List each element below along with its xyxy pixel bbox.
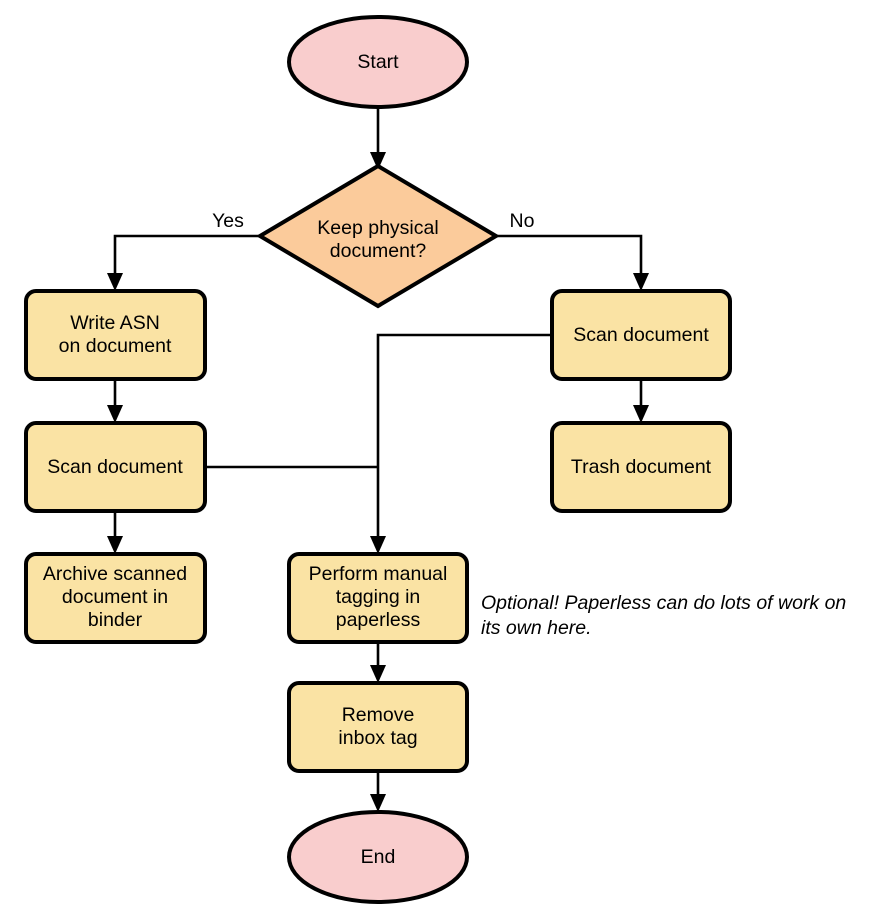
node-start[interactable]: Start <box>287 15 469 109</box>
edge-manual-tagging-to-remove-inbox <box>370 642 386 683</box>
decision-label-line-2: document? <box>330 240 427 262</box>
edge-label-yes: Yes <box>212 210 244 232</box>
node-manual-tagging[interactable]: Perform manual tagging in paperless <box>287 552 469 644</box>
end-label: End <box>361 846 396 868</box>
node-end[interactable]: End <box>287 810 469 904</box>
write-asn-label-line-1: Write ASN <box>70 312 160 334</box>
node-archive-binder[interactable]: Archive scanned document in binder <box>24 552 207 644</box>
node-keep-physical-document[interactable]: Keep physical document? <box>256 163 500 309</box>
manual-tagging-label-line-1: Perform manual <box>309 563 448 585</box>
trash-document-label: Trash document <box>571 456 712 478</box>
write-asn-label-line-2: on document <box>59 335 172 357</box>
manual-tagging-label-line-3: paperless <box>336 609 421 631</box>
edge-remove-inbox-to-end <box>370 771 386 812</box>
edge-scan-left-to-archive <box>107 511 123 554</box>
manual-tagging-box[interactable] <box>287 552 469 644</box>
remove-inbox-tag-label-line-2: inbox tag <box>338 727 417 749</box>
node-write-asn[interactable]: Write ASN on document <box>24 289 207 381</box>
archive-binder-label-line-3: binder <box>88 609 143 631</box>
node-scan-document-right[interactable]: Scan document <box>550 289 732 381</box>
start-label: Start <box>357 51 399 73</box>
decision-diamond[interactable] <box>256 163 500 309</box>
scan-document-left-label: Scan document <box>47 456 183 478</box>
archive-binder-label-line-2: document in <box>62 586 168 608</box>
remove-inbox-tag-label-line-1: Remove <box>342 704 415 726</box>
edge-decision-to-scan-right: No <box>496 210 649 291</box>
edge-scan-right-to-trash <box>633 379 649 423</box>
edge-label-no: No <box>510 210 535 232</box>
remove-inbox-tag-box[interactable] <box>287 681 469 773</box>
trash-document-box[interactable] <box>550 421 732 513</box>
optional-note-line-2: its own here. <box>481 617 592 639</box>
edge-scan-right-to-manual-tagging <box>370 333 552 554</box>
node-scan-document-left[interactable]: Scan document <box>24 421 207 513</box>
edge-write-asn-to-scan-left <box>107 379 123 423</box>
archive-binder-label-line-1: Archive scanned <box>43 563 187 585</box>
edge-decision-to-write-asn: Yes <box>107 210 272 291</box>
edge-start-to-decision <box>370 107 386 170</box>
optional-note-line-1: Optional! Paperless can do lots of work … <box>481 592 846 614</box>
archive-binder-box[interactable] <box>24 552 207 644</box>
scan-document-left-box[interactable] <box>24 421 207 513</box>
scan-document-right-box[interactable] <box>550 289 732 381</box>
decision-label-line-1: Keep physical <box>317 217 438 239</box>
write-asn-box[interactable] <box>24 289 207 381</box>
annotation-optional-note: Optional! Paperless can do lots of work … <box>481 592 846 639</box>
manual-tagging-label-line-2: tagging in <box>336 586 421 608</box>
start-ellipse[interactable] <box>287 15 469 109</box>
node-remove-inbox-tag[interactable]: Remove inbox tag <box>287 681 469 773</box>
end-ellipse[interactable] <box>287 810 469 904</box>
scan-document-right-label: Scan document <box>573 324 709 346</box>
node-trash-document[interactable]: Trash document <box>550 421 732 513</box>
